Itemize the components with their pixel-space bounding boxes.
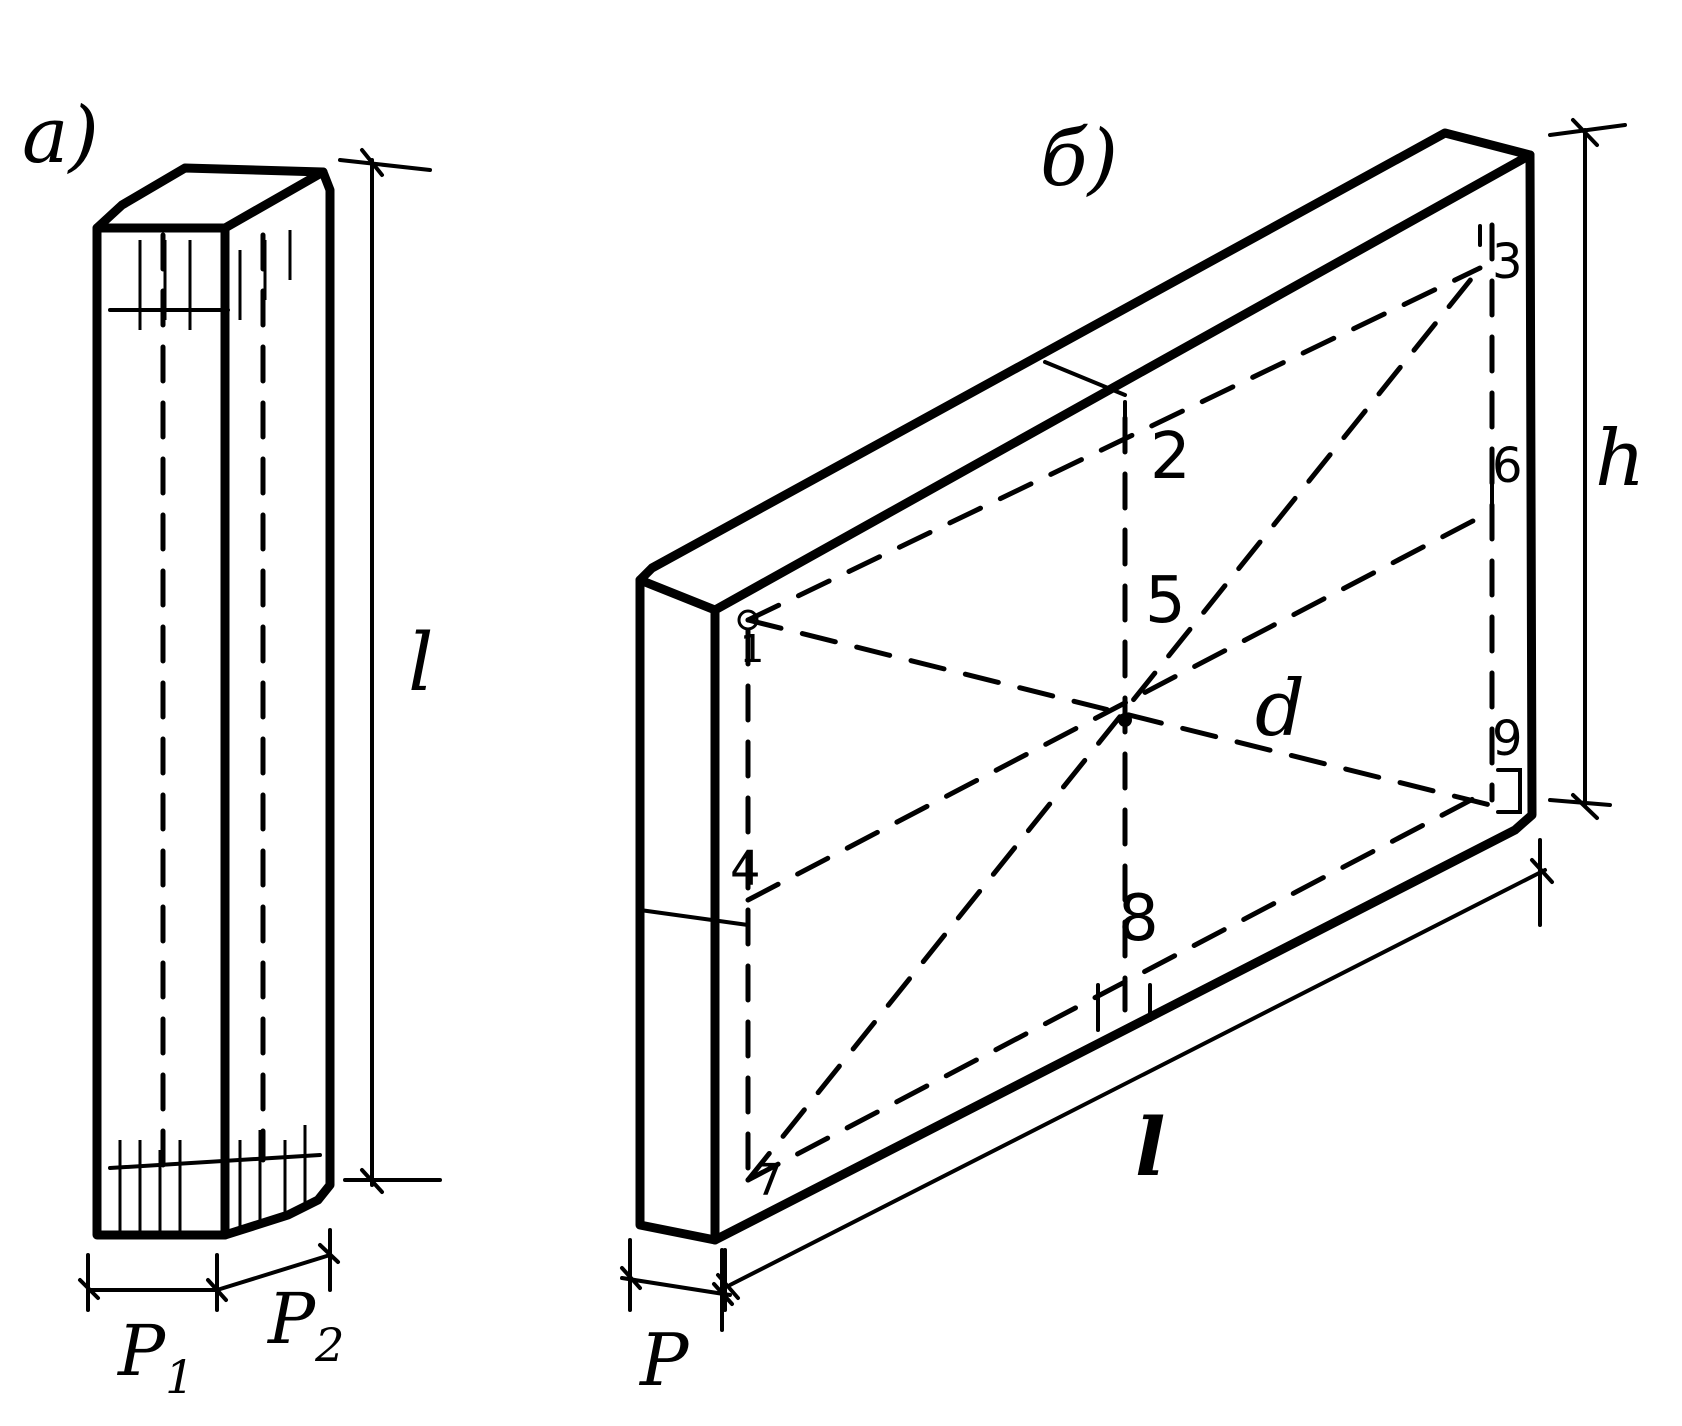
- dimension-h: [1548, 118, 1627, 820]
- measurement-points: 1 2 3 4 5 6 7 8 9: [730, 234, 1523, 1206]
- point-8-label: 8: [1118, 882, 1159, 956]
- figure-b-slab-outline: [635, 128, 1537, 1245]
- dimension-p2-label: P2: [266, 1278, 344, 1372]
- diagonal-d-label: d: [1255, 664, 1305, 754]
- point-9-label: 9: [1492, 711, 1523, 767]
- point-6-label: 6: [1492, 438, 1523, 494]
- dimension-l-label: l: [408, 616, 434, 709]
- figure-b-edge-ticks: [638, 224, 1522, 1032]
- dimension-thickness: [620, 1238, 734, 1332]
- dimension-p1-p2: [78, 1228, 340, 1312]
- point-7-label: 7: [755, 1155, 783, 1206]
- figure-a-prism-outline: [92, 163, 335, 1240]
- dimension-thickness-label: P: [638, 1318, 690, 1402]
- figure-a-label: a): [22, 91, 99, 181]
- dimension-p1-label: P1: [116, 1310, 194, 1404]
- dimension-l: [338, 148, 442, 1194]
- figure-b-top-edge: [635, 150, 1535, 615]
- figure-b-label: б): [1040, 114, 1118, 204]
- figure-a: a): [22, 91, 442, 1404]
- dimension-length-label: l: [1135, 1100, 1165, 1194]
- figure-b: б): [620, 114, 1645, 1402]
- point-2-label: 2: [1150, 420, 1191, 494]
- dimension-h-label: h: [1595, 414, 1645, 504]
- point-3-label: 3: [1492, 234, 1523, 290]
- figure-a-hatching: [108, 230, 322, 1235]
- figure-b-measurement-lines: [745, 222, 1495, 1183]
- dimension-length: [716, 838, 1554, 1312]
- point-1-label: 1: [740, 627, 764, 671]
- point-5-label: 5: [1145, 564, 1186, 638]
- point-marker-5: [1118, 713, 1132, 727]
- point-marker-1: [737, 609, 759, 631]
- point-4-label: 4: [730, 841, 761, 897]
